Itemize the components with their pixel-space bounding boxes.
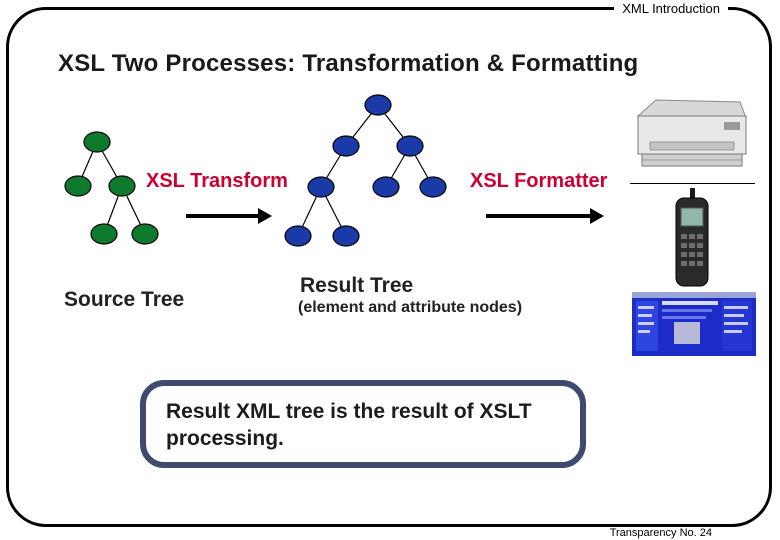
note-line-1: Result XML tree is the result of XSLT (166, 400, 532, 423)
source-node (83, 131, 111, 153)
result-node (332, 135, 360, 157)
printer-icon (636, 99, 747, 167)
xsl-transform-label: XSL Transform (146, 170, 288, 192)
transform-arrow (186, 208, 272, 224)
header-title: XML Introduction (614, 1, 728, 16)
source-node (131, 223, 159, 245)
result-node (372, 176, 400, 198)
result-tree-label: Result Tree (300, 274, 414, 297)
source-tree-label: Source Tree (64, 288, 185, 311)
result-tree-sublabel: (element and attribute nodes) (298, 299, 523, 316)
result-node (284, 225, 312, 247)
result-node (364, 94, 392, 116)
footer-page-number: Transparency No. 24 (601, 527, 720, 539)
result-tree (284, 94, 447, 247)
xsl-formatter-label: XSL Formatter (470, 170, 608, 192)
slide-frame (6, 7, 772, 527)
source-node (90, 223, 118, 245)
web-browser-screen-icon (632, 292, 756, 356)
source-node (64, 175, 92, 197)
note-box: Result XML tree is the result of XSLT pr… (140, 380, 586, 468)
source-tree (64, 131, 159, 245)
note-line-2: processing. (166, 427, 284, 450)
slide-title: XSL Two Processes: Transformation & Form… (58, 50, 639, 77)
formatter-arrow (486, 208, 604, 224)
divider-line (630, 183, 755, 184)
source-node (108, 175, 136, 197)
result-node (419, 176, 447, 198)
mobile-phone-icon (675, 188, 709, 287)
result-node (396, 135, 424, 157)
result-node (307, 176, 335, 198)
result-node (332, 225, 360, 247)
